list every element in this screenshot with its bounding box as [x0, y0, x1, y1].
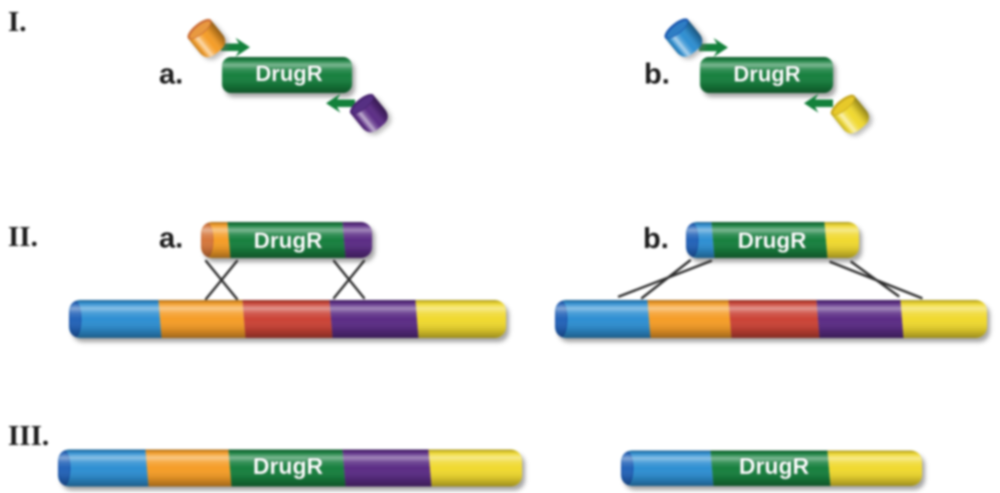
svg-text:DrugR: DrugR: [738, 228, 807, 253]
svg-text:DrugR: DrugR: [254, 228, 323, 253]
svg-text:b.: b.: [644, 59, 670, 91]
svg-text:III.: III.: [8, 420, 49, 452]
svg-text:II.: II.: [8, 221, 38, 253]
svg-text:DrugR: DrugR: [255, 61, 322, 86]
svg-text:a.: a.: [159, 59, 183, 91]
svg-text:DrugR: DrugR: [733, 62, 800, 87]
svg-text:b.: b.: [643, 223, 669, 255]
svg-text:DrugR: DrugR: [253, 453, 324, 479]
svg-text:DrugR: DrugR: [739, 453, 810, 479]
svg-text:I.: I.: [8, 6, 27, 38]
svg-text:a.: a.: [159, 223, 183, 255]
